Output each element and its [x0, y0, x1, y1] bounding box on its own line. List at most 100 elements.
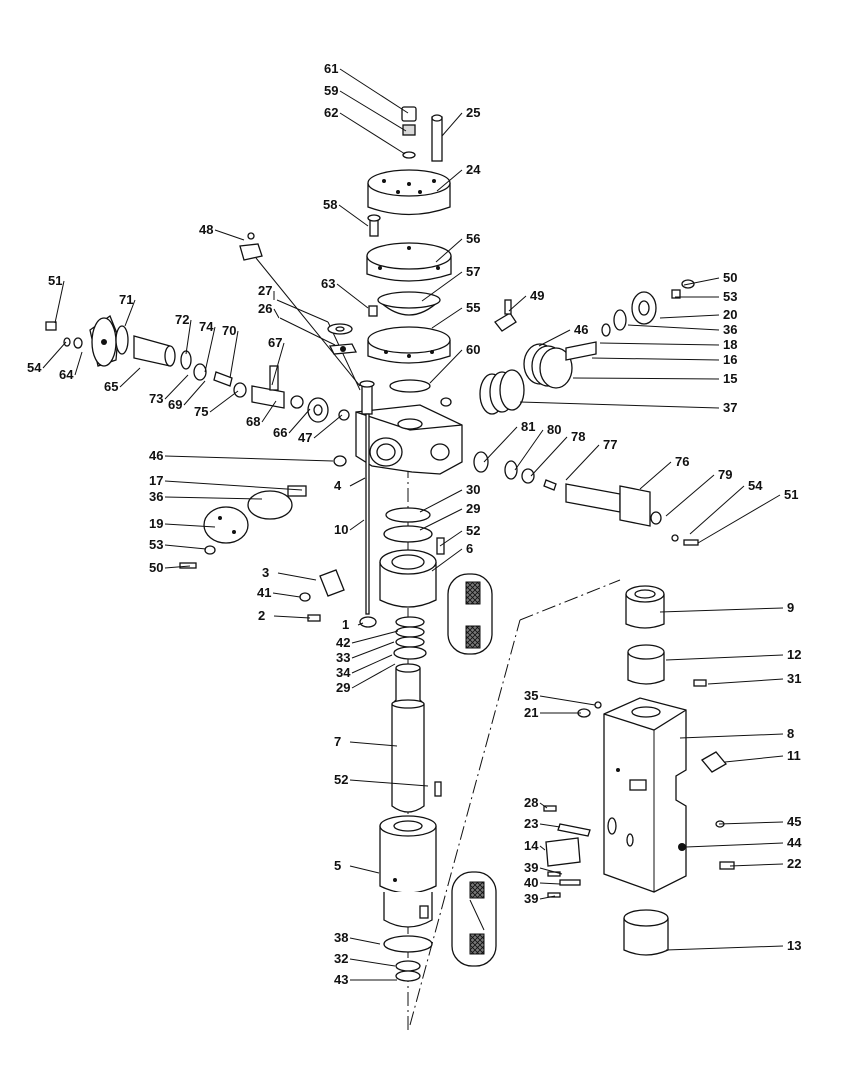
leader-line — [718, 821, 784, 825]
part-number-label: 54 — [748, 478, 763, 493]
housing-8 — [603, 697, 687, 893]
leader-line — [336, 283, 369, 309]
leader-line — [339, 90, 407, 132]
cylinder-detail-top — [447, 573, 493, 655]
callout-46b: 46 — [149, 448, 334, 463]
callout-10: 10 — [334, 519, 365, 537]
callout-43: 43 — [334, 972, 397, 987]
leader-line — [271, 342, 285, 386]
leader-line — [273, 615, 311, 619]
callout-58: 58 — [323, 197, 369, 227]
part-number-label: 5 — [334, 858, 341, 873]
callout-39b: 39 — [524, 891, 556, 906]
leader-line — [349, 937, 381, 945]
callout-66: 66 — [273, 408, 311, 440]
part-number-label: 1 — [342, 617, 349, 632]
leader-line — [539, 823, 561, 828]
piston-7 — [391, 663, 442, 813]
leader-line — [659, 314, 720, 319]
leader-line — [204, 326, 216, 373]
leader-line — [436, 169, 463, 192]
part-number-label: 51 — [784, 487, 798, 502]
part-number-label: 8 — [787, 726, 794, 741]
leader-line — [164, 523, 216, 528]
part-number-label: 18 — [723, 337, 737, 352]
leader-line — [119, 367, 141, 388]
part-number-label: 39 — [524, 860, 538, 875]
callout-30: 30 — [419, 482, 480, 513]
part-number-label: 53 — [723, 289, 737, 304]
leader-line — [539, 802, 548, 809]
callout-51: 51 — [48, 273, 65, 324]
part-number-label: 11 — [787, 748, 801, 763]
part-number-label: 7 — [334, 734, 341, 749]
part-number-label: 50 — [723, 270, 737, 285]
leader-line — [519, 401, 720, 409]
callout-11: 11 — [724, 748, 801, 763]
callout-36: 36 — [627, 322, 737, 337]
callout-79: 79 — [665, 467, 732, 517]
callout-6: 6 — [431, 541, 473, 572]
part-number-label: 80 — [547, 422, 561, 437]
callout-55: 55 — [431, 300, 480, 329]
part-number-label: 19 — [149, 516, 163, 531]
leader-line — [539, 845, 546, 851]
callout-60: 60 — [429, 342, 480, 384]
leader-line — [419, 508, 463, 531]
washer-26 — [328, 343, 358, 355]
leader-line — [539, 867, 563, 875]
leader-line — [54, 280, 65, 324]
callout-26: 26 — [258, 301, 280, 319]
callout-7: 7 — [334, 734, 398, 749]
callout-25: 25 — [441, 105, 480, 137]
part-number-label: 26 — [258, 301, 272, 316]
leader-line — [429, 349, 463, 384]
leader-line — [124, 299, 136, 327]
leader-line — [74, 351, 83, 376]
part-number-label: 28 — [524, 795, 538, 810]
leader-line — [508, 295, 527, 312]
callout-50b: 50 — [149, 560, 191, 575]
leader-line — [572, 377, 720, 380]
o-ring-60 — [389, 379, 431, 393]
part-number-label: 63 — [321, 276, 335, 291]
leader-line — [288, 408, 311, 434]
part-number-label: 10 — [334, 522, 348, 537]
part-number-label: 46 — [574, 322, 588, 337]
part-number-label: 35 — [524, 688, 538, 703]
part-number-label: 60 — [466, 342, 480, 357]
callout-80: 80 — [514, 422, 561, 471]
callout-59: 59 — [324, 83, 407, 132]
callout-65: 65 — [104, 367, 141, 394]
callout-2: 2 — [258, 608, 311, 623]
part-number-label: 37 — [723, 400, 737, 415]
leader-line — [313, 414, 343, 439]
part-number-label: 13 — [787, 938, 801, 953]
part-number-label: 57 — [466, 264, 480, 279]
part-number-label: 79 — [718, 467, 732, 482]
callout-29: 29 — [419, 501, 480, 531]
leader-line — [164, 480, 303, 491]
callout-3: 3 — [262, 565, 317, 581]
callout-22: 22 — [729, 856, 801, 871]
back-head-cover — [367, 169, 451, 216]
frame-axis-line-top — [519, 579, 621, 621]
part-number-label: 81 — [521, 419, 535, 434]
top-bolt — [431, 114, 443, 162]
callout-73: 73 — [149, 374, 189, 406]
part-number-label: 41 — [257, 585, 271, 600]
leader-line — [261, 400, 277, 423]
part-number-label: 78 — [571, 429, 585, 444]
part-number-label: 55 — [466, 300, 480, 315]
callout-63: 63 — [321, 276, 369, 309]
part-number-label: 77 — [603, 437, 617, 452]
callout-9: 9 — [659, 600, 794, 615]
callout-32: 32 — [334, 951, 396, 967]
callout-51b: 51 — [697, 487, 798, 544]
part-number-label: 61 — [324, 61, 338, 76]
drawing — [45, 106, 735, 1030]
part-number-label: 32 — [334, 951, 348, 966]
bracket-49 — [494, 299, 517, 332]
frame-axis-line-left — [409, 619, 521, 1026]
leader-line — [164, 455, 334, 462]
